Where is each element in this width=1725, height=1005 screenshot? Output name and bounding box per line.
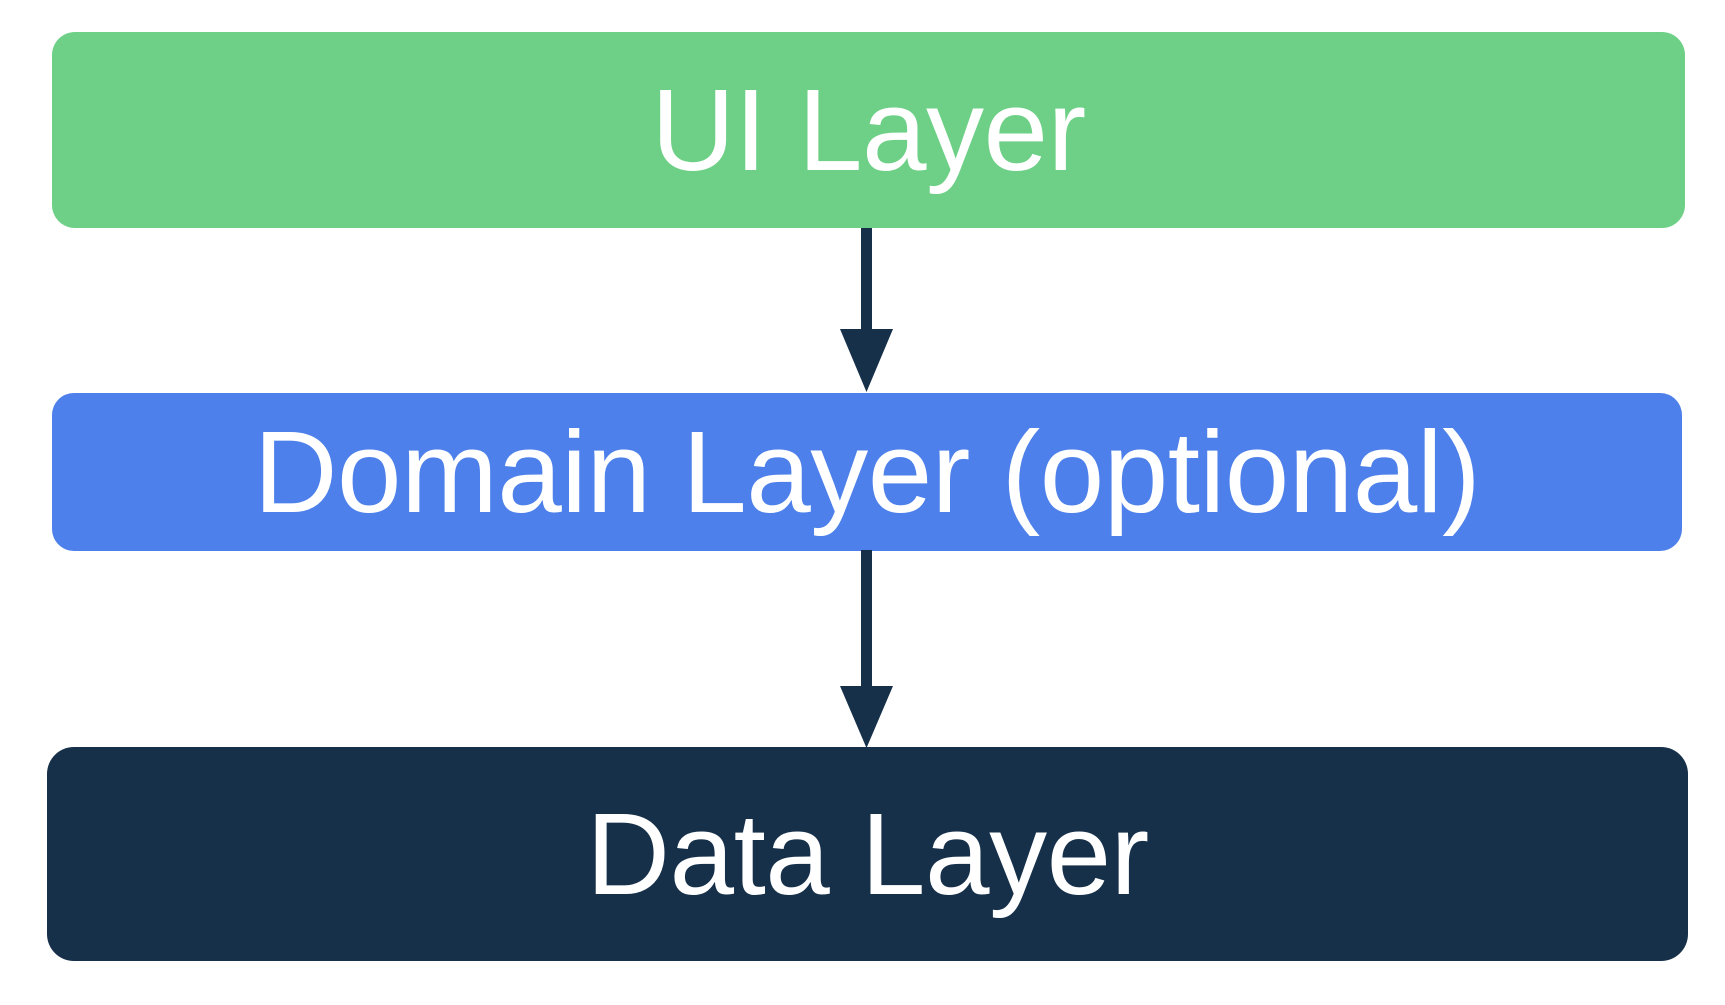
data-layer-box[interactable]: Data Layer (47, 747, 1688, 961)
domain-layer-label: Domain Layer (optional) (253, 407, 1481, 537)
data-layer-label: Data Layer (586, 789, 1149, 919)
down-arrow-icon-head (840, 686, 893, 748)
arrow-ui-to-domain (840, 228, 893, 392)
down-arrow-icon-shaft (861, 550, 872, 688)
arrow-domain-to-data (840, 550, 893, 748)
ui-layer-box[interactable]: UI Layer (52, 32, 1685, 228)
domain-layer-box[interactable]: Domain Layer (optional) (52, 393, 1682, 551)
down-arrow-icon-head (840, 329, 893, 392)
down-arrow-icon-shaft (861, 228, 872, 331)
ui-layer-label: UI Layer (651, 65, 1086, 195)
